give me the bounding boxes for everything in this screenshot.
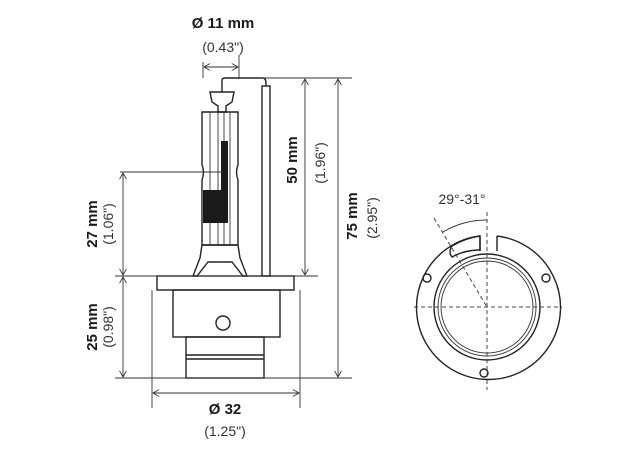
height-lower-mm: 25 mm <box>84 303 101 351</box>
height-50-inch: (1.96") <box>312 142 328 184</box>
height-upper-mm: 27 mm <box>84 200 101 248</box>
ring-hole <box>422 273 432 283</box>
bulb-side-view <box>156 77 295 379</box>
bulb-tip <box>209 91 235 113</box>
shield-block <box>203 190 227 223</box>
glass-capsule <box>201 111 239 246</box>
electrode <box>221 141 228 223</box>
base-plug <box>185 336 265 379</box>
wire <box>221 77 267 92</box>
base-flange <box>156 275 295 291</box>
bulb-collar <box>191 244 249 277</box>
dimension-lines <box>115 55 352 408</box>
height-total-mm: 75 mm <box>344 192 361 240</box>
diameter-top-inch: (0.43") <box>202 39 244 55</box>
angle-arc <box>442 219 488 233</box>
return-rod <box>261 85 271 277</box>
diameter-base-mm: Ø 32 <box>209 401 242 418</box>
ring-hole <box>479 368 489 378</box>
bulb-front-view: 29°-31° <box>414 191 562 390</box>
height-lower-inch: (0.98") <box>100 306 116 348</box>
base-body <box>172 289 281 338</box>
height-upper-inch: (1.06") <box>100 203 116 245</box>
base-hole <box>215 315 231 331</box>
ring-hole <box>541 273 551 283</box>
angle-label: 29°-31° <box>438 191 485 207</box>
base-ring <box>415 235 562 381</box>
diameter-top-mm: Ø 11 mm <box>192 15 255 32</box>
diameter-base-inch: (1.25") <box>204 423 246 439</box>
height-50-mm: 50 mm <box>284 136 301 184</box>
height-total-inch: (2.95") <box>364 197 380 239</box>
